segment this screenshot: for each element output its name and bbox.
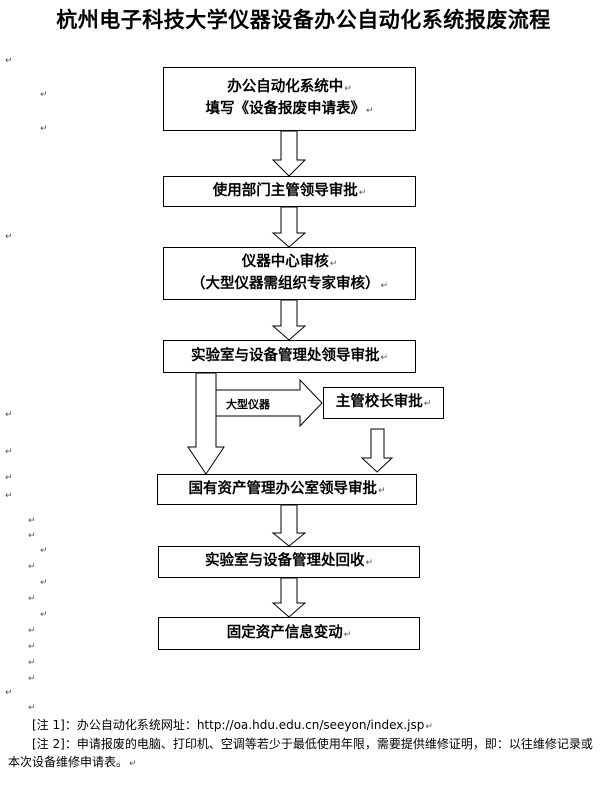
arrow-down-2	[271, 206, 307, 248]
arrow-right-branch	[215, 378, 323, 428]
paragraph-mark: ↵	[5, 688, 13, 698]
paragraph-mark: ↵	[40, 578, 48, 588]
paragraph-mark: ↵	[28, 626, 36, 636]
step-lab-equipment-approval: 实验室与设备管理处领导审批↵	[163, 340, 416, 373]
branch-label-large-instrument: 大型仪器	[226, 398, 270, 411]
arrow-down-4-large	[187, 372, 225, 475]
step-fixed-asset-change: 固定资产信息变动↵	[158, 617, 420, 650]
arrow-down-7	[271, 577, 307, 618]
note-1-tag: [注 1]	[32, 718, 65, 732]
step-lab-equipment-approval-label: 实验室与设备管理处领导审批	[190, 347, 380, 364]
paragraph-mark: ↵	[28, 516, 36, 526]
paragraph-mark: ↵	[5, 232, 13, 242]
note-2-tag: [注 2]	[32, 737, 65, 751]
note-2: [注 2]：申请报废的电脑、打印机、空调等若少于最低使用年限，需要提供维修证明，…	[8, 737, 593, 769]
step-instrument-center-line1: 仪器中心审核	[241, 253, 329, 270]
step-instrument-center-line2: （大型仪器需组织专家审核）	[190, 275, 380, 292]
paragraph-mark: ↵	[28, 674, 36, 684]
paragraph-mark: ↵	[5, 56, 13, 66]
step-vice-president-approval: 主管校长审批↵	[323, 387, 444, 419]
note-2-text: ：申请报废的电脑、打印机、空调等若少于最低使用年限，需要提供维修证明，即：以往维…	[8, 737, 593, 769]
arrow-down-6	[271, 504, 307, 547]
step-state-assets-approval: 国有资产管理办公室领导审批↵	[157, 474, 417, 505]
arrow-down-3	[271, 299, 307, 341]
paragraph-mark: ↵	[28, 531, 36, 541]
step-lab-equipment-recovery: 实验室与设备管理处回收↵	[158, 546, 420, 578]
step-instrument-center-review: 仪器中心审核↵ （大型仪器需组织专家审核）↵	[163, 247, 416, 300]
paragraph-mark: ↵	[5, 447, 13, 457]
paragraph-mark: ↵	[5, 491, 13, 501]
paragraph-mark: ↵	[40, 546, 48, 556]
paragraph-mark: ↵	[28, 562, 36, 572]
step-fill-request-line1: 办公自动化系统中	[227, 79, 344, 95]
paragraph-mark: ↵	[28, 658, 36, 668]
paragraph-mark: ↵	[28, 642, 36, 652]
step-state-assets-approval-label: 国有资产管理办公室领导审批	[188, 480, 377, 497]
step-department-approval: 使用部门主管领导审批↵	[163, 176, 416, 207]
paragraph-mark: ↵	[40, 90, 48, 100]
step-fill-request: 办公自动化系统中↵ 填写《设备报废申请表》↵	[163, 67, 416, 131]
note-1-text: ：办公自动化系统网址：http://oa.hdu.edu.cn/seeyon/i…	[64, 718, 425, 732]
paragraph-mark: ↵	[40, 124, 48, 134]
page-title: 杭州电子科技大学仪器设备办公自动化系统报废流程	[56, 8, 551, 32]
step-fill-request-line2: 填写《设备报废申请表》	[205, 101, 365, 117]
step-fixed-asset-change-label: 固定资产信息变动	[226, 624, 343, 641]
step-department-approval-label: 使用部门主管领导审批	[212, 182, 358, 199]
paragraph-mark: ↵	[28, 594, 36, 604]
paragraph-mark: ↵	[40, 610, 48, 620]
step-lab-equipment-recovery-label: 实验室与设备管理处回收	[204, 553, 365, 569]
arrow-down-5	[360, 428, 394, 473]
note-1: [注 1]：办公自动化系统网址：http://oa.hdu.edu.cn/see…	[32, 718, 433, 732]
paragraph-mark: ↵	[5, 410, 13, 420]
paragraph-mark: ↵	[28, 703, 36, 713]
paragraph-mark: ↵	[5, 473, 13, 483]
arrow-down-1	[271, 130, 307, 177]
step-vice-president-approval-label: 主管校长审批	[335, 394, 423, 410]
